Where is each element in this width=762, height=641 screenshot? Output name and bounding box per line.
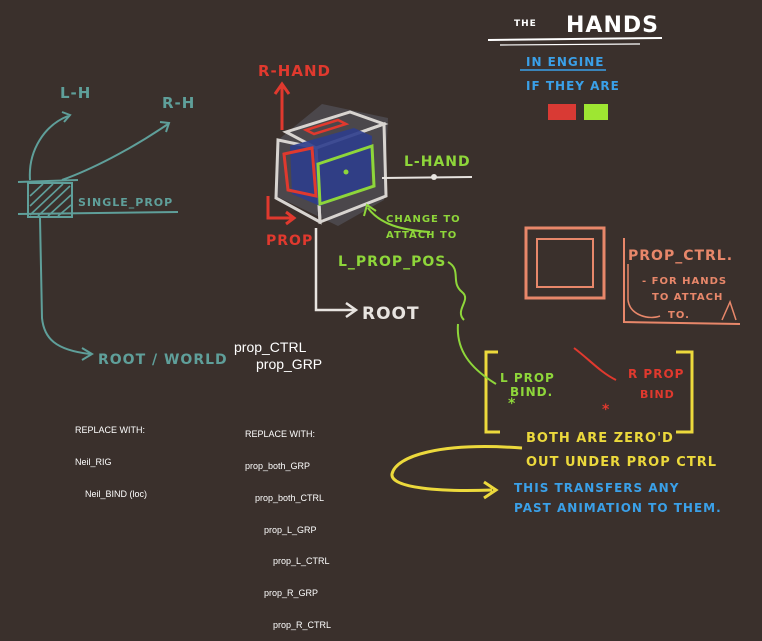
transfer-arrowhead — [483, 480, 499, 500]
label-to: TO. — [668, 310, 690, 321]
prop-axis-arrowhead — [285, 210, 297, 226]
typed-prop-grp: prop_GRP — [256, 356, 322, 372]
l-bind-star: * — [508, 396, 516, 412]
label-l-bind: BIND. — [510, 385, 553, 399]
arrow-to-l-h — [28, 115, 69, 181]
r-hand-arrowhead — [273, 81, 291, 95]
replace-with-prop-note: REPLACE WITH: prop_both_GRP prop_both_CT… — [245, 408, 331, 641]
label-l-prop-pos: L_PROP_POS — [338, 254, 446, 270]
replace-right-line-5: prop_R_GRP — [264, 588, 319, 599]
prop-box-sketch: R-HAND L-HAND CHANGE TO ATTACH TO PROP R… — [258, 62, 473, 324]
label-l-hand: L-HAND — [404, 154, 471, 170]
diagram-canvas: L-H R-H SINGLE_PROP ROOT / WORLD prop_CT… — [17, 13, 741, 630]
replace-with-rig-note: REPLACE WITH: Neil_RIG Neil_BIND (loc) — [75, 404, 147, 510]
l-hand-line — [381, 176, 473, 179]
prop-ctrl-inner-curve — [627, 264, 661, 319]
arrow-to-root-world — [39, 217, 91, 355]
replace-left-line-1: Neil_RIG — [75, 456, 112, 467]
label-prop: PROP — [266, 233, 313, 249]
r-hand-block-top — [302, 118, 350, 136]
label-r-bind: BIND — [640, 388, 675, 401]
typed-prop-ctrl: prop_CTRL — [234, 339, 307, 355]
l-hand-dot — [431, 174, 437, 180]
bind-bracket-left — [484, 350, 500, 434]
arrowhead-r-h — [159, 121, 171, 133]
r-hand-block — [282, 146, 318, 198]
l-hand-block — [316, 143, 376, 207]
replace-right-line-6: prop_R_CTRL — [273, 619, 332, 630]
red-swatch — [548, 104, 576, 120]
change-arrowhead — [363, 203, 377, 217]
label-out-under: OUT UNDER PROP CTRL — [526, 455, 717, 470]
hands-underline-1 — [487, 37, 663, 41]
label-r-hand: R-HAND — [258, 62, 331, 80]
label-if-they-are: IF THEY ARE — [526, 79, 620, 93]
label-root: ROOT — [362, 304, 420, 324]
prop-axis — [266, 196, 292, 220]
prop-ctrl-tick — [721, 299, 737, 321]
label-to-attach: TO ATTACH — [652, 292, 723, 303]
single-prop-hatch — [29, 183, 72, 217]
root-line — [314, 228, 354, 312]
prop-ctrl-bracket — [623, 238, 741, 325]
label-for-hands: - FOR HANDS — [642, 276, 727, 287]
diagram-sketch: L-H R-H SINGLE_PROP ROOT / WORLD prop_CT… — [17, 13, 741, 515]
hands-underline-2 — [499, 43, 641, 46]
l-prop-link — [456, 323, 497, 385]
replace-right-line-1: prop_both_GRP — [245, 460, 311, 471]
single-prop-sketch: L-H R-H SINGLE_PROP ROOT / WORLD — [17, 84, 228, 368]
ground-line-top — [17, 179, 79, 183]
label-single-prop: SINGLE_PROP — [78, 196, 173, 209]
replace-right-line-4: prop_L_CTRL — [273, 556, 330, 567]
prop-ctrl-outer-square — [524, 226, 606, 300]
l-hand-pivot — [343, 169, 349, 175]
l-prop-pos-squiggle — [447, 261, 467, 321]
replace-right-title: REPLACE WITH: — [245, 429, 316, 440]
change-arrow — [367, 207, 431, 233]
prop-ctrl-inner-square — [536, 238, 594, 288]
arrow-to-r-h — [61, 123, 169, 181]
r-bind-star: * — [602, 402, 610, 418]
root-arrowhead — [345, 301, 359, 319]
r-prop-squiggle — [573, 347, 617, 381]
transfer-arrow — [390, 445, 523, 492]
replace-right-line-2: prop_both_CTRL — [255, 492, 325, 503]
label-attach-to: ATTACH TO — [386, 230, 457, 241]
label-hands: HANDS — [566, 13, 659, 38]
replace-right-line-3: prop_L_GRP — [264, 524, 317, 535]
label-transfers-1: THIS TRANSFERS ANY — [514, 481, 679, 495]
ground-line-bottom — [17, 211, 179, 215]
label-l-prop: L PROP — [500, 371, 555, 385]
label-r-prop: R PROP — [628, 367, 684, 381]
label-prop-ctrl: PROP_CTRL. — [628, 248, 733, 264]
replace-left-line-2: Neil_BIND (loc) — [85, 488, 148, 499]
single-prop-box — [27, 182, 73, 218]
arrowhead-root-world — [81, 347, 94, 361]
replace-left-title: REPLACE WITH: — [75, 425, 146, 436]
label-r-h: R-H — [162, 94, 195, 112]
bind-bracket-right — [676, 350, 694, 434]
label-the: THE — [514, 19, 537, 29]
label-in-engine: IN ENGINE — [526, 55, 604, 69]
hands-engine-note: THE HANDS IN ENGINE IF THEY ARE — [487, 13, 663, 120]
bind-box-note: L PROP BIND. * R PROP BIND * BOTH ARE ZE… — [390, 323, 722, 515]
label-root-world: ROOT / WORLD — [98, 352, 228, 368]
prop-ctrl-note: PROP_CTRL. - FOR HANDS TO ATTACH TO. — [524, 226, 741, 325]
arrowhead-l-h — [61, 111, 72, 123]
label-both-zerod: BOTH ARE ZERO'D — [526, 431, 674, 446]
label-transfers-2: PAST ANIMATION TO THEM. — [514, 501, 722, 515]
green-swatch — [584, 104, 608, 120]
label-l-h: L-H — [60, 84, 91, 102]
label-change-to: CHANGE TO — [386, 214, 461, 225]
